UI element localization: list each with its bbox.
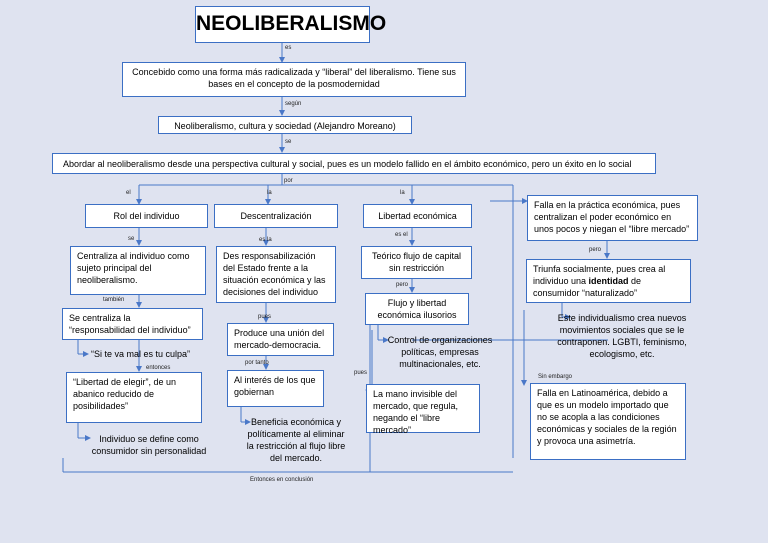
libertad-economica-box: Libertad económica (363, 204, 472, 228)
label-se-2: se (128, 236, 135, 242)
label-es: es (285, 45, 292, 51)
label-la-1: la (267, 190, 272, 196)
diagram-title: NEOLIBERALISMO (196, 12, 387, 35)
title-box: NEOLIBERALISMO (195, 6, 386, 43)
consumidor-text: Individuo se define como consumidor sin … (91, 434, 207, 456)
label-el: el (126, 190, 131, 196)
responsabilidad-box: Se centraliza la “responsabilidad del in… (62, 308, 203, 340)
label-es-el: es el (395, 232, 408, 238)
interes-gobiernan-box: Al interés de los que gobiernan (227, 370, 324, 407)
centraliza-box: Centraliza al individuo como sujeto prin… (70, 246, 206, 295)
label-conclusion: Entonces en conclusión (250, 477, 314, 483)
control-text: Control de organizaciones políticas, emp… (387, 335, 493, 369)
beneficia-text: Beneficia económica y políticamente al e… (246, 417, 346, 463)
label-entonces: entonces (146, 365, 171, 371)
label-pues-2: pues (354, 370, 368, 376)
label-tambien: también (103, 297, 125, 303)
flujo-ilusorio-box: Flujo y libertad económica ilusorios (365, 293, 469, 325)
label-pero-1: pero (396, 282, 409, 288)
label-es-la: es la (259, 237, 272, 243)
falla-latinoamerica-box: Falla en Latinoamérica, debido a que es … (530, 383, 686, 460)
falla-practica-box: Falla en la práctica económica, pues cen… (527, 195, 698, 241)
teorico-flujo-box: Teórico flujo de capital sin restricción (361, 246, 472, 279)
label-por: por (284, 178, 293, 184)
book-box: Neoliberalismo, cultura y sociedad (Alej… (158, 116, 412, 134)
union-mercado-box: Produce una unión del mercado-democracia… (227, 323, 334, 356)
libertad-elegir-box: “Libertad de elegir”, de un abanico redu… (66, 372, 202, 423)
label-pues-1: pues (258, 314, 272, 320)
si-te-va-mal-text: “Si te va mal es tu culpa” (91, 349, 191, 359)
label-se: se (285, 139, 292, 145)
abordar-box: Abordar al neoliberalismo desde una pers… (52, 153, 656, 174)
mano-invisible-box: La mano invisible del mercado, que regul… (366, 384, 480, 435)
label-pero-2: pero (589, 247, 602, 253)
individualismo-text: Este individualismo crea nuevos movimien… (557, 313, 687, 359)
concebido-box: Concebido como una forma más radicalizad… (122, 62, 466, 97)
des-responsabilizacion-box: Des responsabilización del Estado frente… (216, 246, 336, 303)
label-segun: según (285, 101, 302, 107)
triunfa-socialmente-box: Triunfa socialmente, pues crea al indivi… (526, 259, 691, 303)
label-por-tanto: por tanto (245, 360, 269, 366)
label-sin-embargo: Sin embargo (538, 374, 573, 380)
descentralizacion-box: Descentralización (214, 204, 338, 228)
rol-individuo-box: Rol del individuo (85, 204, 208, 228)
label-la-2: la (400, 190, 405, 196)
